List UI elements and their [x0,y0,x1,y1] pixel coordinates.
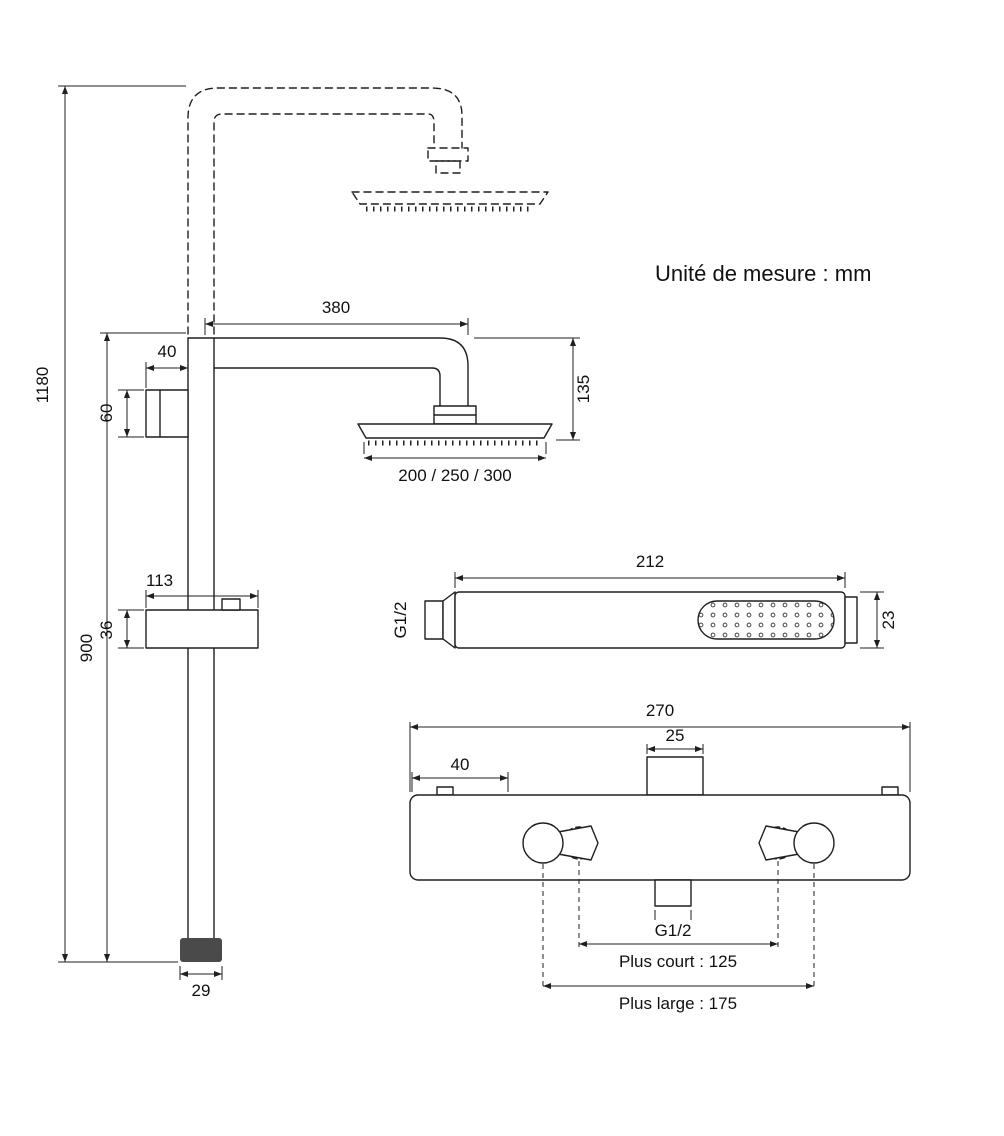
dim-inlet-width-label: 25 [666,726,685,745]
arm-outer-edge [187,337,469,407]
phantom-head-connector [427,147,469,162]
wall-bracket [145,389,189,438]
mixer-top-inlet-thread [646,756,704,796]
dim-bracket-width-label: 40 [158,342,177,361]
arm-inner-edge [213,367,441,407]
riser-arm-phantom [187,87,549,335]
dim-overall-height-label: 1180 [33,367,52,404]
left-handle-lever [557,825,599,861]
mixer-right-tab [881,786,899,796]
dim-mixer-width-label: 270 [646,701,674,720]
hand-shower: 212 23 G1/2 [391,552,898,649]
dim-arm-length-label: 380 [322,298,350,317]
handshower-thread [424,600,444,640]
dim-left-offset-label: 40 [451,755,470,774]
slider-bracket [145,609,259,649]
riser-column [145,337,553,962]
phantom-arm-outer [187,87,463,335]
thermostatic-mixer: 270 25 40 G1/2 Plus court : 125 Plus lar… [409,701,911,1013]
right-handle-knob [793,822,835,864]
slider-knob [221,598,241,611]
left-handle-knob [522,822,564,864]
rail-base-cap [180,938,222,962]
handshower-spray-face [697,600,835,640]
dim-centers-wide-label: Plus large : 175 [619,994,737,1013]
dim-head-drop-label: 135 [574,375,593,403]
phantom-arm-inner [213,113,435,335]
handshower-thread-label: G1/2 [391,602,410,639]
dim-centers-short-label: Plus court : 125 [619,952,737,971]
mixer-outlet-thread [654,879,692,907]
mixer-outlet-thread-label: G1/2 [655,921,692,940]
dim-slider-height-label: 36 [97,621,116,640]
phantom-head-joint [435,160,461,174]
dim-bracket-height-label: 60 [97,404,116,423]
phantom-shower-head [351,191,549,205]
right-handle-lever [758,825,800,861]
riser-dimensions: 1180 900 380 40 60 135 200 / 250 / 300 [33,85,593,1000]
overhead-shower-head [357,423,553,439]
dim-handshower-diameter-label: 23 [879,611,898,630]
mixer-left-tab [436,786,454,796]
dim-slider-width-label: 113 [146,571,173,590]
handshower-end-band [844,596,858,644]
dim-rail-height-label: 900 [77,634,96,662]
mixer-body [409,794,911,881]
dim-handshower-length-label: 212 [636,552,664,571]
handshower-neck [442,591,456,649]
dim-base-cap-width-label: 29 [192,981,211,1000]
dim-head-diameters-label: 200 / 250 / 300 [398,466,511,485]
unit-note: Unité de mesure : mm [655,261,871,286]
